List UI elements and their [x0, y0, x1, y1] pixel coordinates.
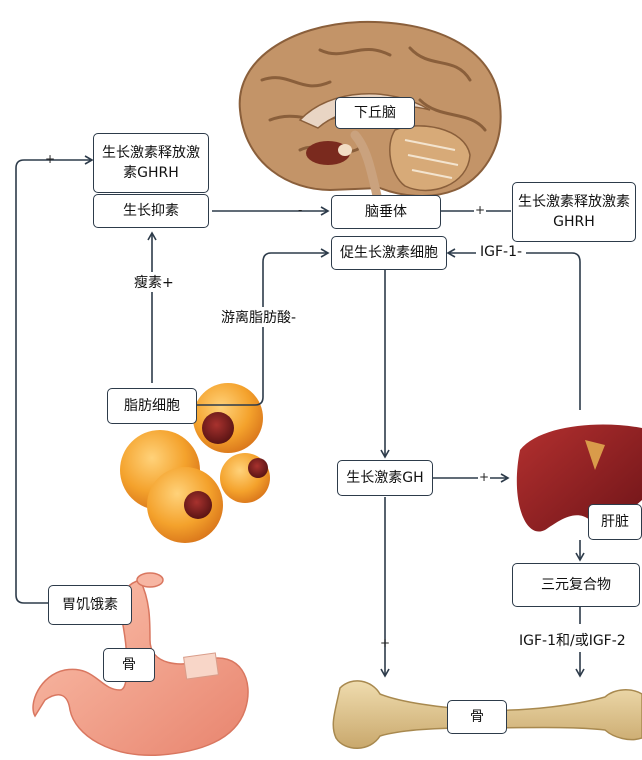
somatotroph-box: 促生长激素细胞 [331, 236, 447, 270]
leptin-label: 瘦素+ [132, 272, 176, 292]
adipocyte-box: 脂肪细胞 [107, 388, 197, 424]
plus-sign-gh-liver: + [478, 470, 490, 484]
bone-box: 骨 [447, 700, 507, 734]
igf1-feedback-label: IGF-1- [479, 244, 523, 260]
ffa-label: 游离脂肪酸- [219, 307, 298, 327]
hypothalamus-box: 下丘脑 [335, 97, 415, 129]
stomach-bone-box: 骨 [103, 648, 155, 682]
ghrh-left-box: 生长激素释放激素GHRH [93, 133, 209, 193]
ternary-complex-box: 三元复合物 [512, 563, 640, 607]
somatostatin-box: 生长抑素 [93, 194, 209, 228]
plus-sign-bone: + [380, 636, 390, 650]
ghrh-right-box: 生长激素释放激素GHRH [512, 182, 636, 242]
ghrelin-box: 胃饥饿素 [48, 585, 132, 625]
gh-box: 生长激素GH [337, 460, 433, 496]
plus-sign-ghrh-right: + [474, 203, 486, 217]
igf-output-label: IGF-1和/或IGF-2 [518, 630, 627, 650]
liver-box: 肝脏 [588, 504, 642, 540]
minus-sign-somatostatin: - [298, 203, 302, 217]
pituitary-box: 脑垂体 [331, 195, 441, 229]
plus-sign-ghrh: + [45, 152, 55, 166]
